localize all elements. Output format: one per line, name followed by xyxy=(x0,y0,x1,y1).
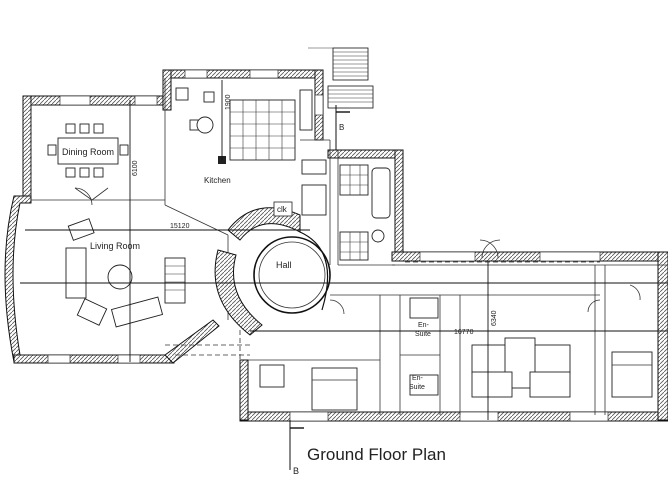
dimension-label-16770: 16770 xyxy=(454,329,474,336)
dimension-lines xyxy=(20,80,668,420)
room-label-dining: Dining Room xyxy=(62,147,114,157)
section-mark-bottom: B xyxy=(293,466,299,476)
living-furniture xyxy=(65,218,186,328)
door-swings xyxy=(74,187,641,315)
room-label-ensuite-2a: En- xyxy=(412,375,424,382)
room-label-ensuite-2b: Suite xyxy=(409,384,425,391)
plan-title: Ground Floor Plan xyxy=(307,445,446,464)
hall-rotunda xyxy=(214,207,331,336)
dimension-label-6340: 6340 xyxy=(491,310,498,326)
room-label-ensuite-1a: En- xyxy=(418,322,430,329)
windows xyxy=(47,69,609,422)
room-label-ensuite-1b: Suite xyxy=(415,331,431,338)
room-label-clk: clk xyxy=(277,205,288,214)
dimension-label-1900: 1900 xyxy=(225,94,232,110)
room-label-hall: Hall xyxy=(276,260,292,270)
labels: Dining Room Kitchen Living Room Hall clk… xyxy=(62,94,498,476)
dimension-label-15120: 15120 xyxy=(170,223,190,230)
dining-table xyxy=(47,123,129,201)
section-line xyxy=(289,105,350,470)
external-stair xyxy=(308,47,374,109)
room-label-kitchen: Kitchen xyxy=(204,176,231,185)
bedroom-furniture xyxy=(259,297,653,411)
section-mark-top: B xyxy=(339,123,344,132)
external-walls xyxy=(4,69,668,422)
room-label-living: Living Room xyxy=(90,241,140,251)
kitchen-units xyxy=(175,87,313,164)
bathroom-fixtures xyxy=(301,159,391,261)
dimension-label-6100: 6100 xyxy=(132,160,139,176)
dashed-lines xyxy=(30,100,600,360)
internal-walls xyxy=(31,78,668,415)
